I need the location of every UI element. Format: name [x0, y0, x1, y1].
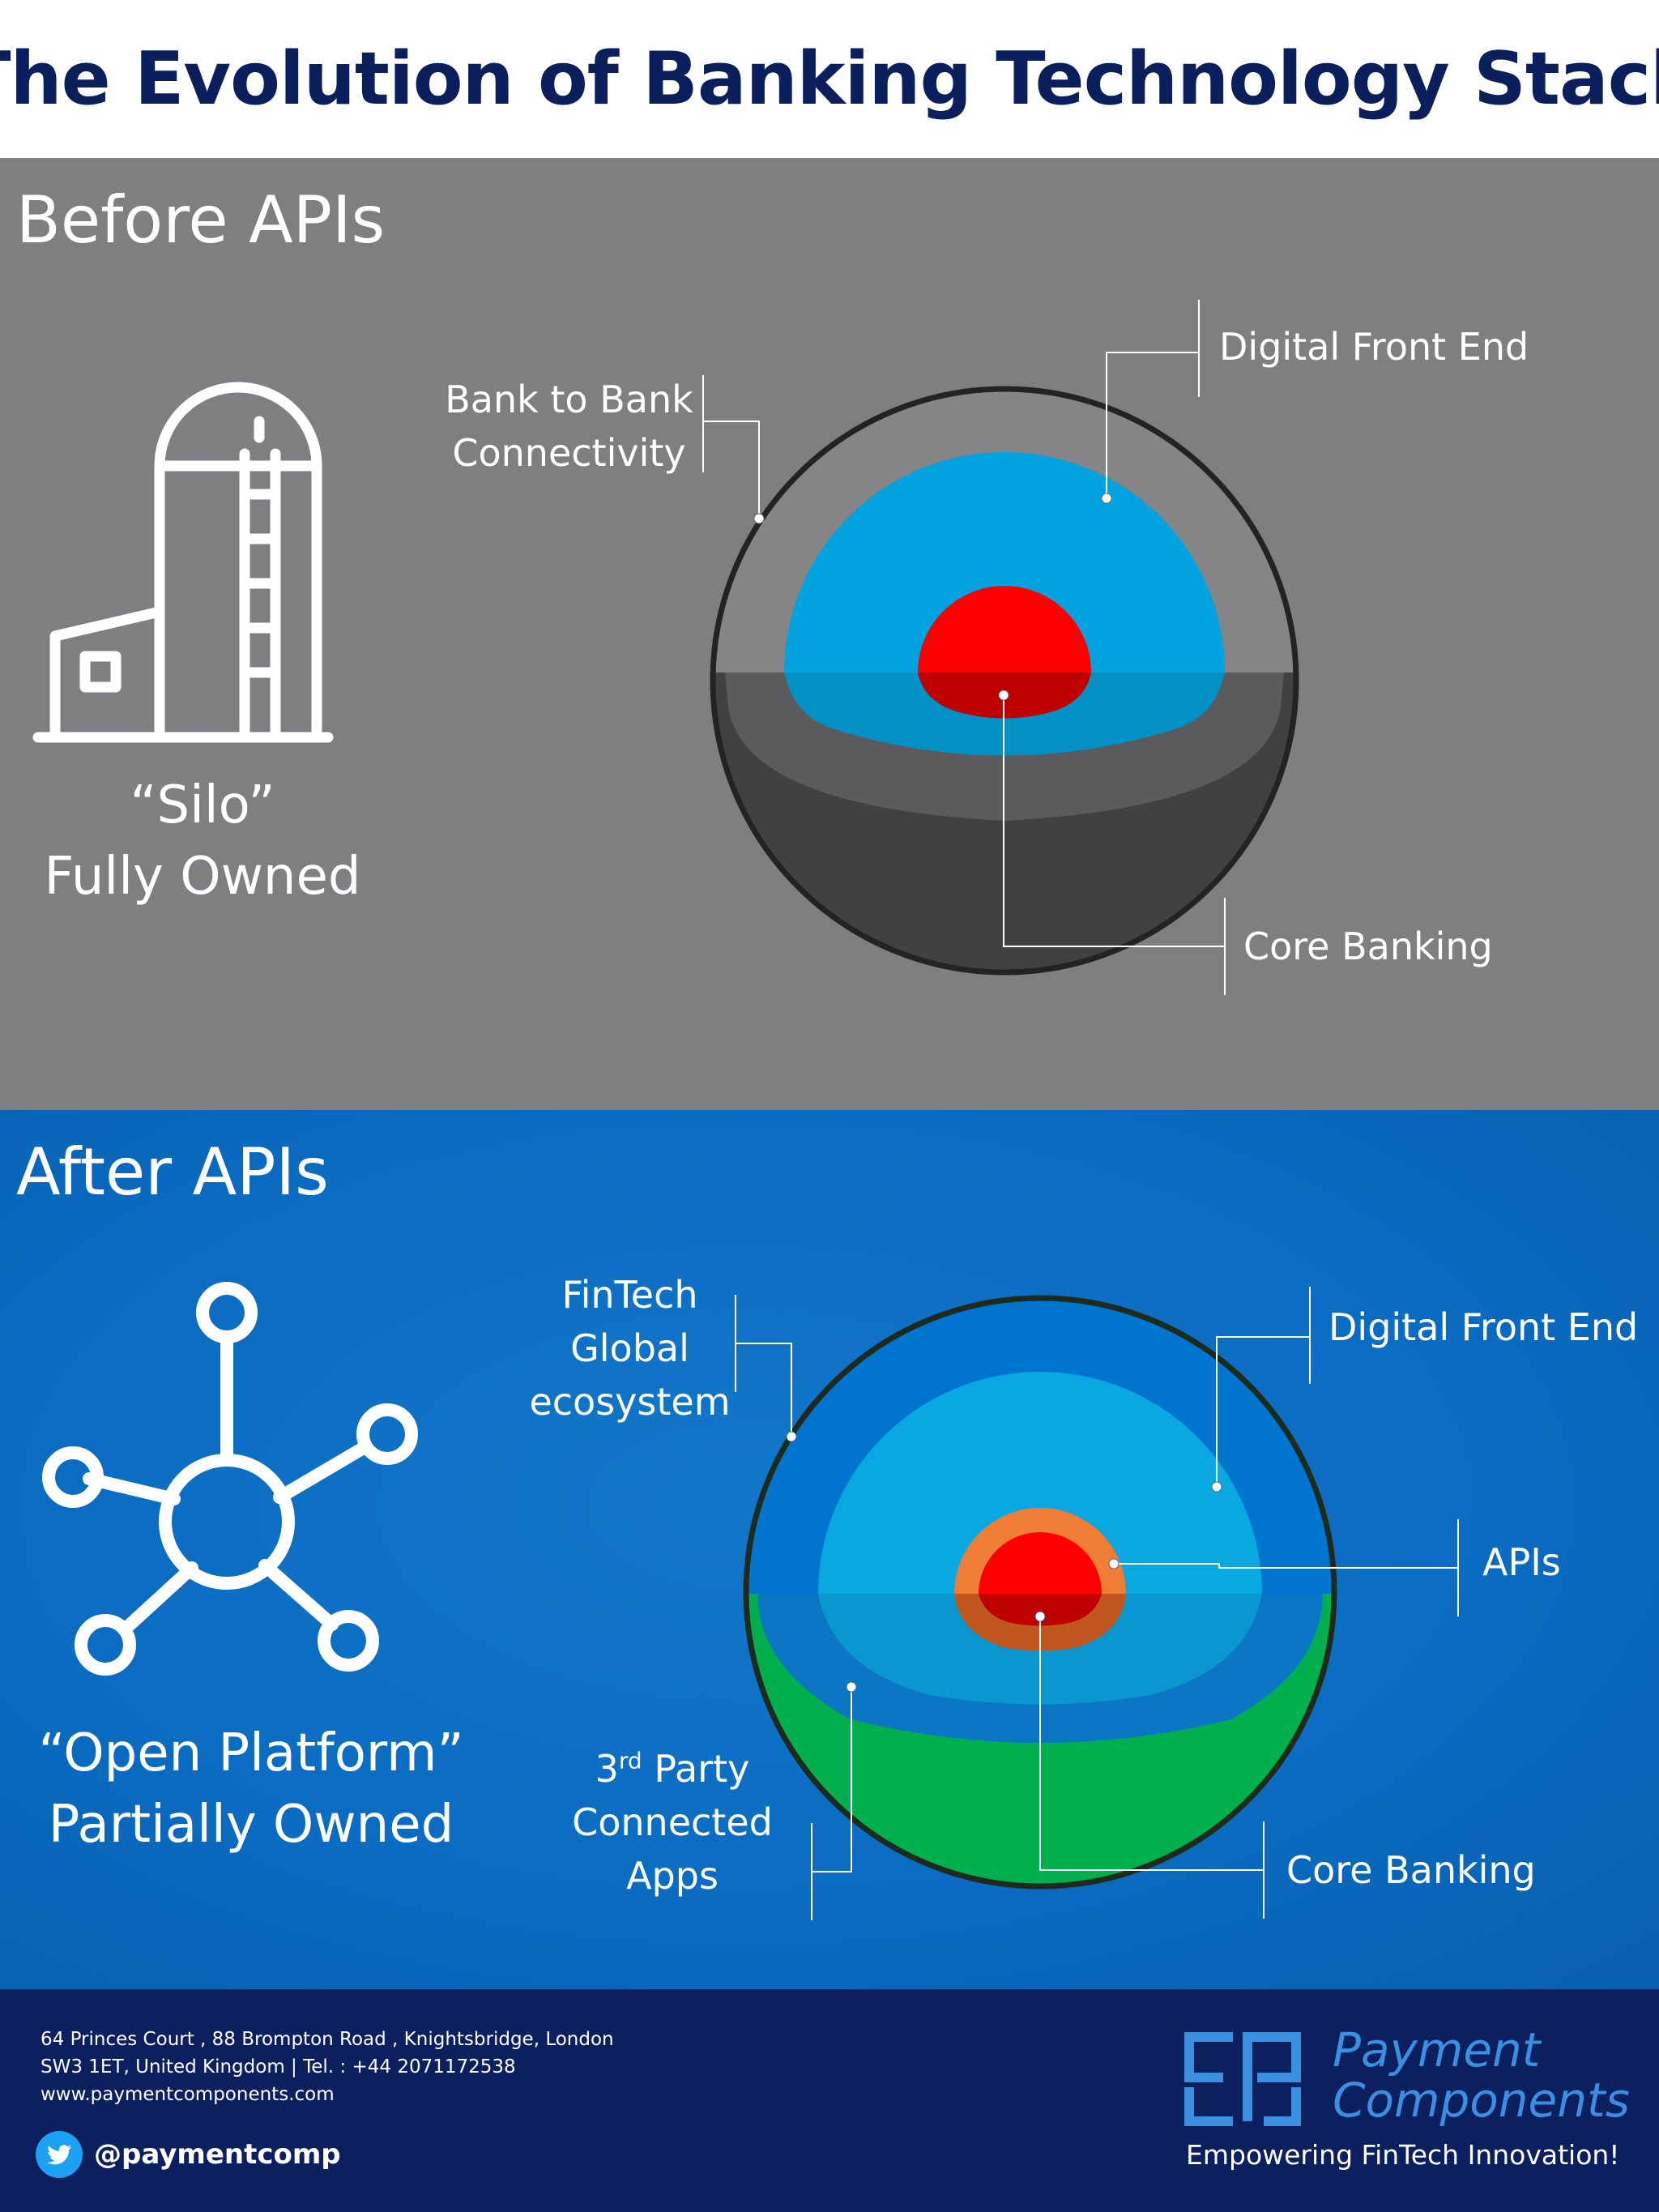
address-line-1: 64 Princes Court , 88 Brompton Road , Kn… [41, 2029, 614, 2050]
after-apis-section: After APIs [0, 1110, 1659, 1989]
open-platform-caption: “Open Platform” Partially Owned [38, 1723, 464, 1855]
silo-caption: “Silo” Fully Owned [44, 775, 361, 907]
twitter-bird-icon [36, 2131, 83, 2178]
before-apis-section: Before APIs [0, 158, 1659, 1110]
before-sphere [702, 300, 1299, 995]
page-title: The Evolution of Banking Technology Stac… [0, 36, 1659, 122]
before-core-banking-label: Core Banking [1243, 925, 1493, 968]
before-heading: Before APIs [16, 182, 386, 258]
after-heading: After APIs [16, 1134, 329, 1210]
fintech-ecosystem-label: FinTech Global ecosystem [529, 1273, 731, 1424]
header: The Evolution of Banking Technology Stac… [0, 0, 1659, 158]
network-hub-icon [42, 1282, 418, 1676]
apis-label: APIs [1482, 1540, 1561, 1584]
after-diagram [42, 1282, 1459, 1920]
footer-address: 64 Princes Court , 88 Brompton Road , Kn… [41, 2026, 614, 2108]
brand-name-line-2: Components [1333, 2073, 1630, 2128]
before-digital-front-end-label: Digital Front End [1219, 325, 1529, 369]
footer [0, 1989, 1659, 2212]
before-diagram [32, 300, 1299, 995]
bank-to-bank-label: Bank to Bank Connectivity [445, 378, 693, 475]
third-party-apps-label: 3rd Party Connected Apps [572, 1747, 773, 1898]
payment-components-logo [1184, 2032, 1301, 2126]
brand-tagline: Empowering FinTech Innovation! [1186, 2139, 1620, 2171]
twitter-link[interactable]: @paymentcomp [36, 2131, 341, 2178]
after-core-banking-label: Core Banking [1286, 1848, 1536, 1892]
after-digital-front-end-label: Digital Front End [1328, 1305, 1639, 1349]
website-link[interactable]: www.paymentcomponents.com [41, 2084, 335, 2105]
silo-icon [32, 382, 334, 743]
address-line-2: SW3 1ET, United Kingdom | Tel. : +44 207… [41, 2056, 516, 2077]
twitter-handle: @paymentcomp [94, 2138, 341, 2171]
after-sphere [735, 1287, 1459, 1920]
brand-name-line-1: Payment [1333, 2022, 1541, 2077]
brand-block: Payment Components Empowering FinTech In… [1183, 2022, 1630, 2188]
